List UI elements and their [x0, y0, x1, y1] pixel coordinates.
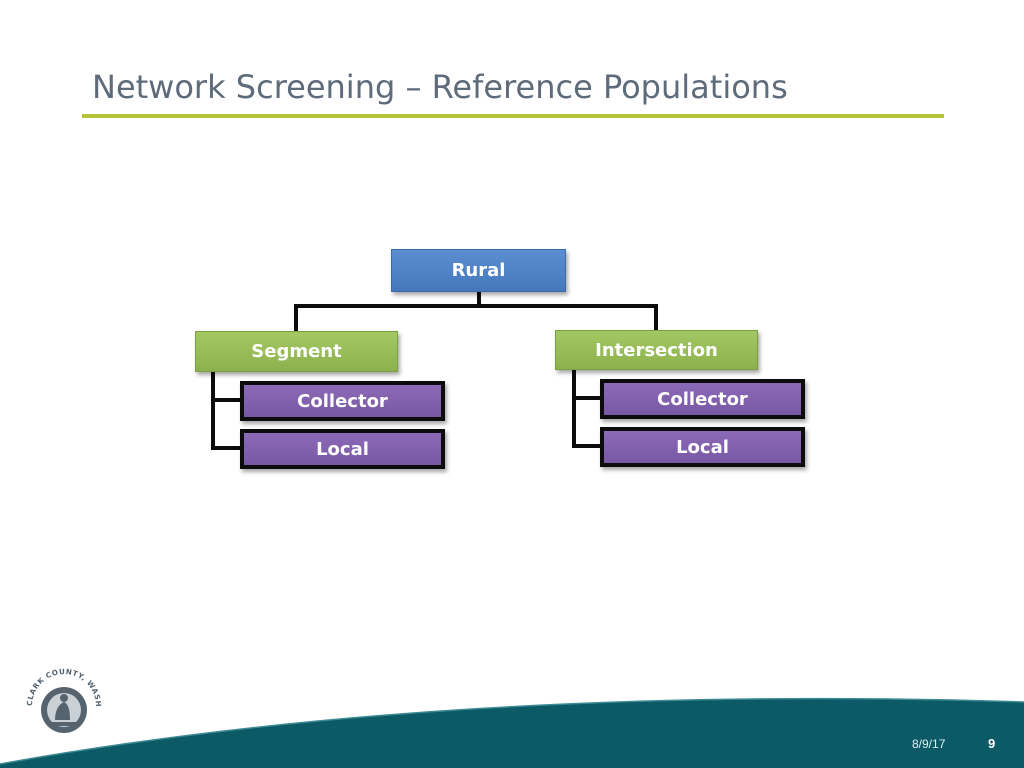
page-number: 9: [988, 736, 996, 751]
connector-segment-spine: [211, 371, 215, 450]
title-underline: [82, 114, 944, 118]
connector-to-segment: [294, 304, 298, 332]
connector-intersection-local: [572, 444, 602, 448]
slide-title: Network Screening – Reference Population…: [92, 68, 788, 106]
node-intersection: Intersection: [555, 330, 758, 370]
node-segment-collector: Collector: [240, 381, 445, 421]
node-segment-local: Local: [240, 429, 445, 469]
connector-segment-local: [211, 446, 242, 450]
connector-intersection-collector: [572, 396, 602, 400]
node-intersection-collector: Collector: [600, 379, 805, 419]
connector-segment-collector: [211, 398, 242, 402]
connector-intersection-spine: [572, 369, 576, 448]
node-intersection-local: Local: [600, 427, 805, 467]
clark-county-seal-icon: CLARK COUNTY, WASHINGTON: [22, 662, 103, 740]
node-rural: Rural: [391, 249, 566, 292]
connector-root-horizontal: [294, 304, 658, 308]
footer-band: [0, 697, 1024, 768]
node-segment: Segment: [195, 331, 398, 372]
footer-date: 8/9/17: [912, 737, 946, 751]
connector-to-intersection: [654, 304, 658, 332]
connector-root-down: [477, 291, 481, 307]
